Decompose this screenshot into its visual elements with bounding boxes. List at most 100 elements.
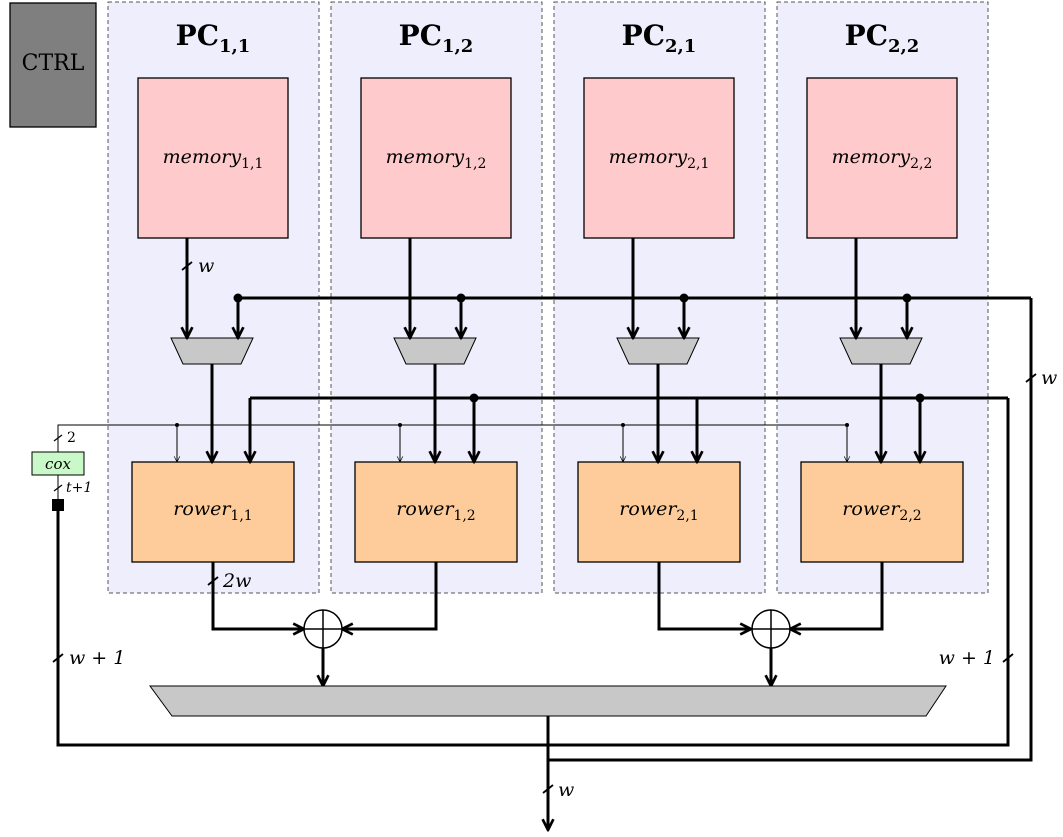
label-right-bus-width: w bbox=[1041, 367, 1057, 389]
mux-block bbox=[616, 337, 700, 365]
memory-label: memory1,2 bbox=[386, 146, 487, 172]
pc-title-subscript: 1,2 bbox=[442, 36, 473, 57]
rower-label-subscript: 2,2 bbox=[899, 508, 921, 524]
label-memory-width: w bbox=[198, 255, 214, 277]
rower-label-text: rower bbox=[173, 498, 232, 520]
label-final-width: w bbox=[558, 779, 574, 801]
adder-1-plus-icon bbox=[304, 610, 342, 648]
rower-label-text: rower bbox=[842, 498, 901, 520]
rower-block bbox=[354, 461, 518, 563]
wire-outer-return bbox=[548, 298, 1033, 762]
label-left-feedback-width: w + 1 bbox=[69, 647, 125, 669]
memory-label-text: memory bbox=[386, 146, 465, 168]
label-right-feedback-width: w + 1 bbox=[939, 647, 995, 669]
wire-rower22-adder bbox=[790, 562, 884, 629]
memory-label: memory2,2 bbox=[832, 146, 933, 172]
register-block bbox=[52, 499, 64, 511]
memory-label: memory1,1 bbox=[163, 146, 264, 172]
rower-label: rower2,2 bbox=[842, 498, 921, 524]
label-cox-in-width: 2 bbox=[67, 430, 76, 446]
junction-dot bbox=[915, 393, 925, 403]
junction-dot bbox=[679, 293, 689, 303]
rower-label-text: rower bbox=[396, 498, 455, 520]
memory-label-subscript: 2,1 bbox=[687, 156, 709, 172]
ctrl-box bbox=[9, 2, 97, 128]
memory-block bbox=[137, 77, 289, 239]
junction-dot bbox=[456, 293, 466, 303]
memory-label-subscript: 1,1 bbox=[241, 156, 263, 172]
wires bbox=[56, 238, 1033, 830]
adder-1 bbox=[303, 609, 343, 649]
wire-rower12-adder bbox=[342, 562, 438, 629]
cox-label: cox bbox=[45, 455, 71, 473]
junction-dot bbox=[175, 423, 179, 427]
junction-dot bbox=[469, 393, 479, 403]
wire-rower11-adder bbox=[211, 562, 304, 629]
cox-block: cox bbox=[31, 451, 85, 476]
memory-block bbox=[806, 77, 958, 239]
pc-title-subscript: 2,1 bbox=[665, 36, 696, 57]
rower-label-subscript: 2,1 bbox=[676, 508, 698, 524]
width-mark bbox=[53, 484, 63, 492]
wire-rower21-adder bbox=[657, 562, 751, 629]
memory-label-subscript: 1,2 bbox=[464, 156, 486, 172]
label-cox-out-width: t+1 bbox=[66, 480, 92, 496]
mux-block bbox=[839, 337, 923, 365]
pc-title: PC1,2 bbox=[399, 19, 474, 57]
wire-cox-control bbox=[57, 424, 847, 452]
pc-title-text: PC bbox=[399, 19, 442, 52]
mux-block bbox=[170, 337, 254, 365]
wire-right-feedback bbox=[548, 398, 1010, 747]
pc-title-text: PC bbox=[845, 19, 888, 52]
ctrl-label: CTRL bbox=[22, 51, 85, 76]
width-mark bbox=[207, 576, 219, 586]
adder-2 bbox=[751, 609, 791, 649]
junction-dot bbox=[398, 423, 402, 427]
pc-title: PC2,1 bbox=[622, 19, 697, 57]
rower-block bbox=[800, 461, 964, 563]
control-wires bbox=[57, 424, 847, 499]
width-marks bbox=[52, 261, 1037, 794]
width-mark bbox=[1025, 373, 1037, 383]
pc-title-text: PC bbox=[176, 19, 219, 52]
wire-left-feedback bbox=[56, 505, 548, 747]
pc-title-subscript: 2,2 bbox=[888, 36, 919, 57]
memory-block bbox=[360, 77, 512, 239]
width-labels: w w 2w w + 1 w + 1 w 2 t+1 bbox=[66, 255, 1057, 801]
ctrl-block: CTRL bbox=[9, 2, 97, 128]
junction-dot bbox=[845, 423, 849, 427]
rower-label: rower1,1 bbox=[173, 498, 252, 524]
width-mark bbox=[53, 434, 63, 442]
junctions bbox=[175, 293, 925, 427]
output-mux bbox=[149, 685, 947, 717]
memory-label-text: memory bbox=[163, 146, 242, 168]
rower-label: rower1,2 bbox=[396, 498, 475, 524]
memory-label: memory2,1 bbox=[609, 146, 710, 172]
adder-2-plus-icon bbox=[752, 610, 790, 648]
cox-box bbox=[31, 451, 85, 476]
rower-label-text: rower bbox=[619, 498, 678, 520]
label-rower-out-width: 2w bbox=[222, 570, 251, 592]
memory-label-text: memory bbox=[832, 146, 911, 168]
rower-label: rower2,1 bbox=[619, 498, 698, 524]
pc-title-text: PC bbox=[622, 19, 665, 52]
memory-label-text: memory bbox=[609, 146, 688, 168]
junction-dot bbox=[621, 423, 625, 427]
rower-label-subscript: 1,1 bbox=[230, 508, 252, 524]
memory-label-subscript: 2,2 bbox=[910, 156, 932, 172]
pc-title: PC1,1 bbox=[176, 19, 251, 57]
width-mark bbox=[542, 784, 554, 794]
memory-block bbox=[583, 77, 735, 239]
mux-block bbox=[393, 337, 477, 365]
rower-label-subscript: 1,2 bbox=[453, 508, 475, 524]
pc-title: PC2,2 bbox=[845, 19, 920, 57]
width-mark bbox=[181, 261, 193, 271]
rower-block bbox=[131, 461, 295, 563]
width-mark bbox=[52, 653, 64, 663]
junction-dot bbox=[902, 293, 912, 303]
rower-block bbox=[577, 461, 741, 563]
junction-dot bbox=[233, 293, 243, 303]
width-mark bbox=[1002, 653, 1014, 663]
